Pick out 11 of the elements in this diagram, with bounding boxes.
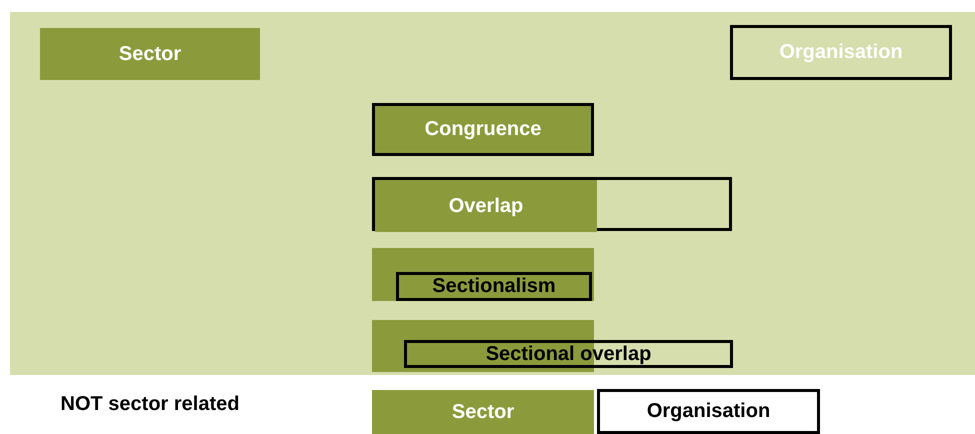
filled-box: Congruence: [372, 103, 594, 156]
outlined-box: Organisation: [730, 25, 952, 80]
outlined-box: Sectionalism: [396, 272, 592, 301]
filled-box: Sector: [372, 390, 594, 434]
outlined-box: Organisation: [597, 389, 820, 434]
filled-box: Sector: [40, 28, 260, 80]
outlined-box: [372, 177, 732, 231]
filled-box: Overlap: [375, 180, 597, 232]
filled-box: [372, 248, 594, 301]
outlined-box: Sectional overlap: [404, 340, 733, 368]
side-label: NOT sector related: [60, 394, 240, 414]
